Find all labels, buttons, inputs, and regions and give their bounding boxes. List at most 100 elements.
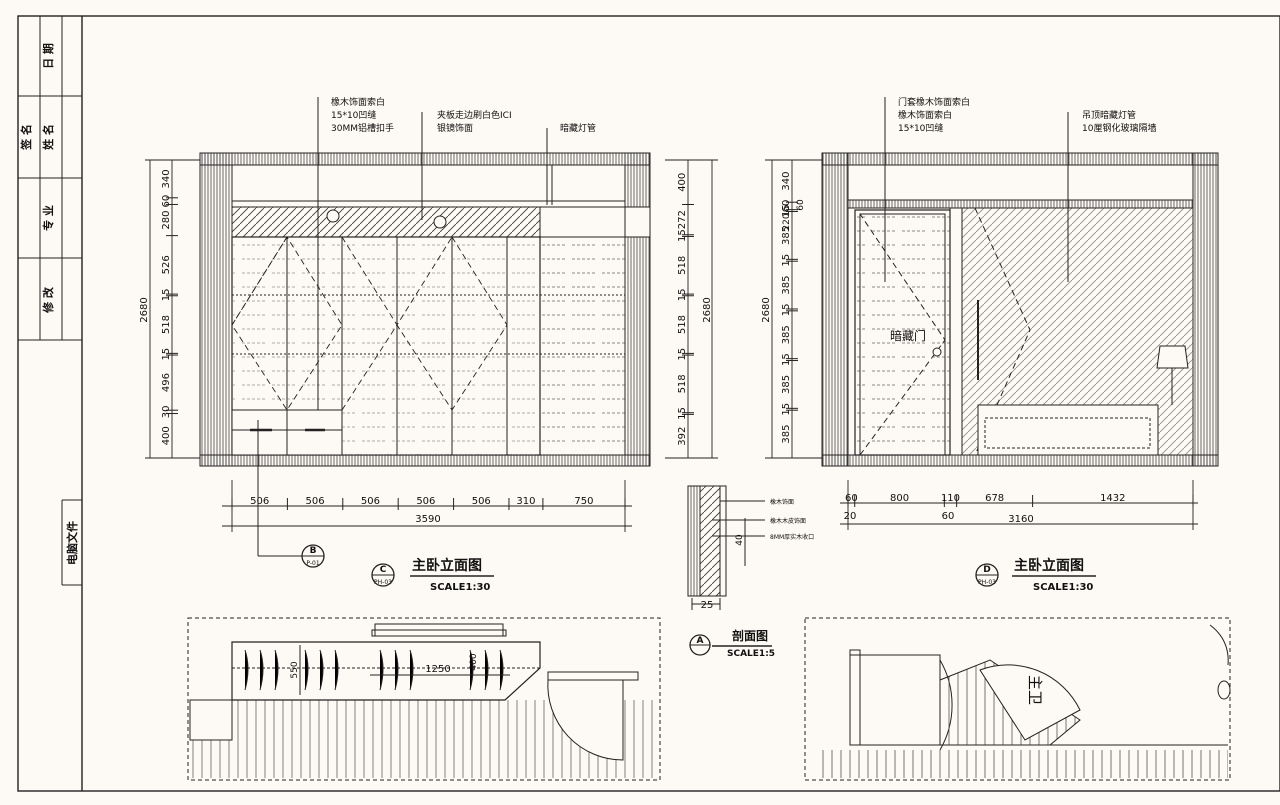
title-row-date: 日 期 [41,43,55,69]
elev-d-ceiling [821,152,1219,166]
elev-c-bottom-dim-label: 506 [250,496,269,507]
title-row-name: 姓 名 [41,124,55,150]
section-a-scale: SCALE1:5 [727,649,775,659]
elev-c-bottom-dim-label: 506 [472,496,491,507]
elev-c-note-b-1: 银镜饰面 [437,122,473,134]
elev-c-tag-letter: C [380,565,387,575]
section-a-note-1: 橡木木皮饰面 [770,517,806,525]
section-a-tag-letter: A [697,636,704,646]
plan-right-room-label: 主卫 [1026,675,1044,705]
title-block: 日 期 签 名 姓 名 专 业 修 改 电脑文件 [19,43,79,565]
elev-c-note-a-0: 橡木饰面索白 [331,96,385,108]
elev-c-bottom-dim-label: 506 [416,496,435,507]
elev-c-left-dim-label: 400 [161,426,172,445]
elev-c-left-dim-label: 15 [161,348,172,361]
elev-c-scale: SCALE1:30 [430,582,490,593]
elev-c-note-a-2: 30MM铝槽扣手 [331,122,394,134]
elev-c-tag-sheet: PH-03 [374,579,392,586]
section-a-dim-40: 40 [735,534,745,546]
plan-right: 主卫 [804,617,1231,781]
elev-c-wall-right [624,152,651,467]
elev-c-right-dim-label: 518 [677,256,688,275]
elev-c-note-c: 暗藏灯管 [560,122,596,134]
elev-c-left-dim-label: 518 [161,315,172,334]
elev-d-tag-letter: D [983,565,990,575]
elev-c-bottom-dim-label: 506 [361,496,380,507]
elev-c-floor [199,454,651,467]
section-a-dim-25: 25 [701,600,714,611]
elev-d-left-small-0: 220 [782,213,792,230]
elev-d-overall-height: 2680 [761,297,772,322]
section-a-note-0: 橡木饰面 [770,498,794,506]
section-a-note-2: 8MM厚实木收口 [770,533,814,541]
elev-d-bottom-small-1: 60 [942,511,955,522]
elevation-d: 门套橡木饰面索白 橡木饰面索白 15*10凹缝 吊顶暗藏灯管 10厘钢化玻璃隔墙… [761,96,1219,593]
elev-d-note-b-0: 吊顶暗藏灯管 [1082,109,1136,121]
elev-c-right-dim-label: 518 [677,374,688,393]
elev-c-ceiling [199,152,651,166]
elev-c-left-dim-label: 496 [161,373,172,392]
file-label: 电脑文件 [65,521,79,565]
elev-d-left-dim-label: 385 [781,226,792,245]
elev-d-left-dim-label: 340 [781,172,792,191]
elev-d-note-a-1: 橡木饰面索白 [898,109,952,121]
elev-d-bottom-dim-label: 800 [890,493,909,504]
elev-c-right-dim-label: 15 [677,289,688,302]
elev-c-title: 主卧立面图 [412,557,482,574]
elev-d-door-label: 暗藏门 [890,328,926,343]
elev-d-wall-right [1192,152,1219,467]
elev-c-bottom-dim-label: 310 [516,496,535,507]
elev-d-left-dim-label: 60 [781,200,792,213]
title-row-sign: 签 名 [19,124,33,151]
elev-d-bottom-dim-label: 678 [985,493,1004,504]
elev-c-left-dim-label: 280 [161,210,172,229]
elev-d-left-dim-label: 385 [781,325,792,344]
elev-c-right-dim-label: 392 [677,427,688,446]
plan-left-dim-0: 550 [290,661,300,678]
elev-d-note-b-1: 10厘钢化玻璃隔墙 [1082,122,1156,134]
elev-d-note-a-2: 15*10凹缝 [898,122,943,134]
elev-d-bottom-dim-label: 1432 [1100,493,1125,504]
elev-d-scale: SCALE1:30 [1033,582,1093,593]
elev-c-bottom-dim-label: 506 [306,496,325,507]
elev-d-left-dim-label: 15 [781,403,792,416]
elev-d-bottom-dim-label: 110 [941,493,960,504]
elev-d-left-dim-label: 15 [781,204,792,217]
title-row-revise: 修 改 [41,286,55,314]
elev-d-hidden-door [854,209,951,456]
elev-c-right-dim-label: 518 [677,315,688,334]
elev-d-left-dim-label: 385 [781,425,792,444]
elev-c-bottom-dim-label: 750 [574,496,593,507]
elev-d-left-dim-label: 385 [781,276,792,295]
elev-c-note-a-1: 15*10凹缝 [331,109,376,121]
elev-d-bottom-dim-label: 60 [845,493,858,504]
section-a-title: 剖面图 [732,628,768,643]
elev-d-left-dim-label: 15 [781,304,792,317]
elev-c-right-overall: 2680 [702,297,713,322]
elev-d-left-small-1: 60 [796,199,806,211]
elev-c-left-dim-label: 526 [161,255,172,274]
elev-c-overall-width: 3590 [415,514,440,525]
elev-c-right-dim-label: 15 [677,348,688,361]
elev-d-left-dim-label: 15 [781,254,792,267]
detail-callout-b-sheet: P-01 [306,560,319,567]
elev-d-bottom-dims: 60 800 110 678 1432 [845,493,1194,507]
title-row-major: 专 业 [41,205,55,231]
elev-c-right-dim-label: 400 [677,173,688,192]
plan-left: 550 1250 400 [187,617,661,781]
elev-d-floor [821,454,1219,467]
elev-c-bottom-dims: 506 506 506 506 506 310 750 [231,496,626,510]
elev-c-note-b-0: 夹板走边刷白色ICI [437,109,512,121]
plan-left-dim-2: 400 [469,653,479,670]
elev-d-left-dim-label: 15 [781,353,792,366]
elev-c-overall-height: 2680 [139,297,150,322]
elev-c-right-dim-label: 15 [677,229,688,242]
elev-c-right-dim-label: 15 [677,407,688,420]
elev-d-bottom-small-0: 20 [844,511,857,522]
sheet-frame [17,15,1280,792]
